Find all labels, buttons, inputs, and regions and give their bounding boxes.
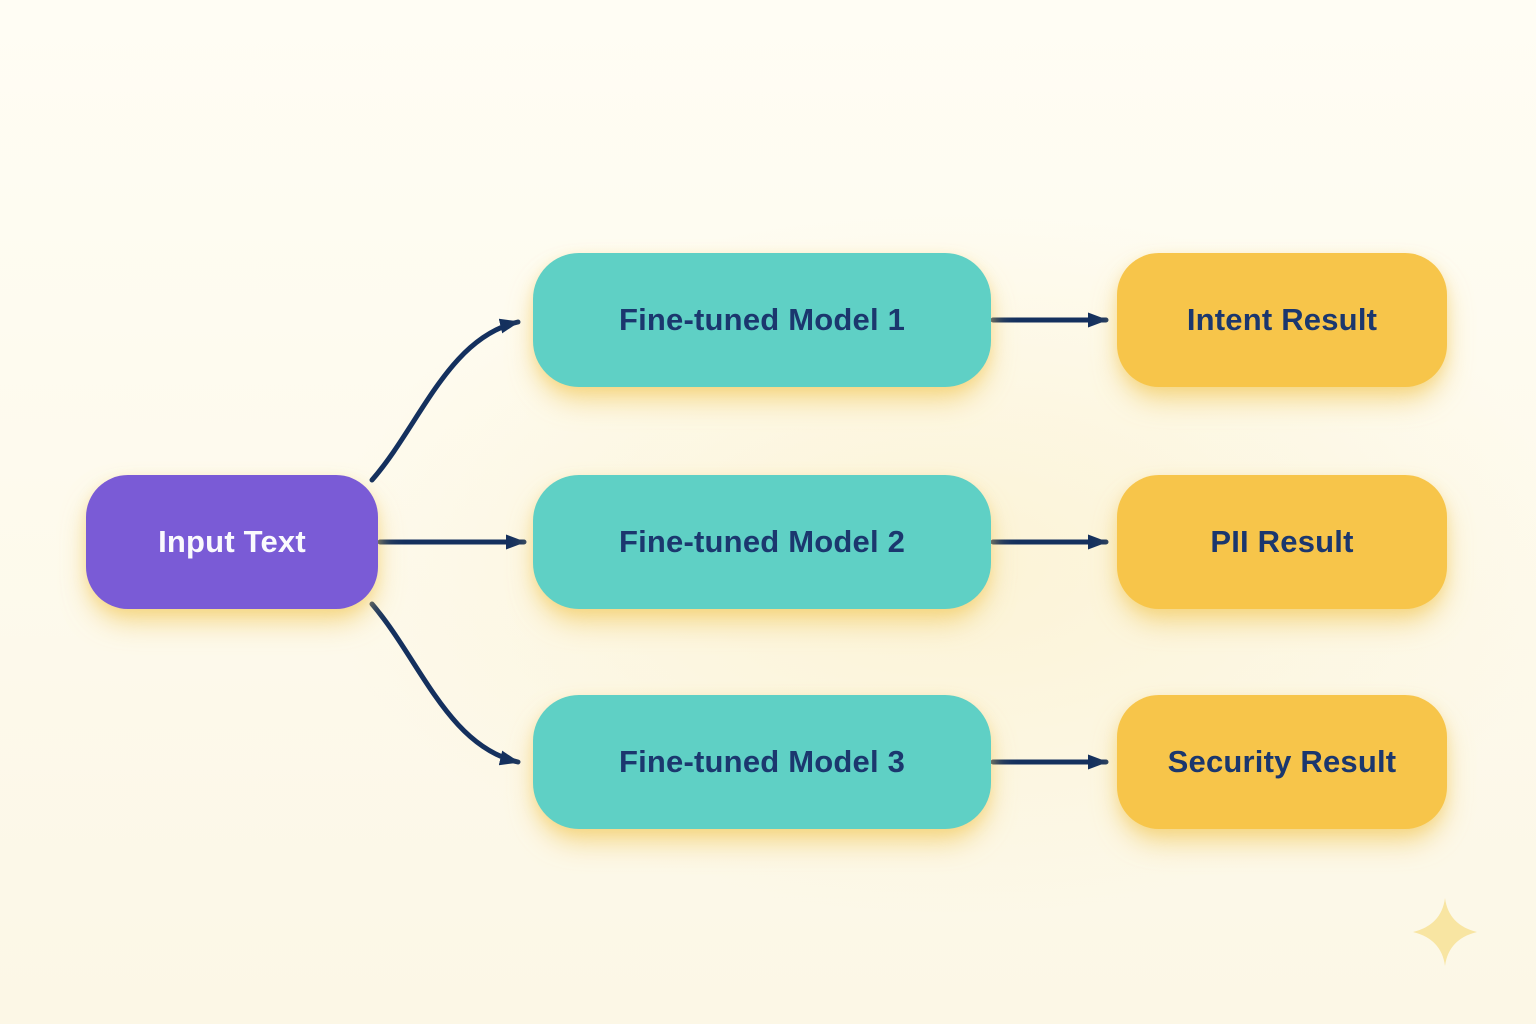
node-label: PII Result [1210, 524, 1354, 559]
node-security-result: Security Result [1117, 695, 1447, 829]
sparkle-icon [1413, 898, 1477, 966]
node-label: Fine-tuned Model 2 [618, 524, 906, 559]
node-label: Fine-tuned Model 1 [618, 302, 906, 337]
node-label: Input Text [158, 524, 306, 559]
node-fine-tuned-model-1: Fine-tuned Model 1 [533, 253, 991, 387]
node-label: Security Result [1167, 744, 1397, 779]
arrow-input-to-model-1 [369, 318, 521, 483]
node-label: Intent Result [1186, 302, 1378, 337]
arrow-input-to-model-3 [369, 601, 521, 766]
node-input-text: Input Text [86, 475, 378, 609]
node-intent-result: Intent Result [1117, 253, 1447, 387]
node-pii-result: PII Result [1117, 475, 1447, 609]
node-fine-tuned-model-2: Fine-tuned Model 2 [533, 475, 991, 609]
node-label: Fine-tuned Model 3 [618, 744, 906, 779]
node-fine-tuned-model-3: Fine-tuned Model 3 [533, 695, 991, 829]
